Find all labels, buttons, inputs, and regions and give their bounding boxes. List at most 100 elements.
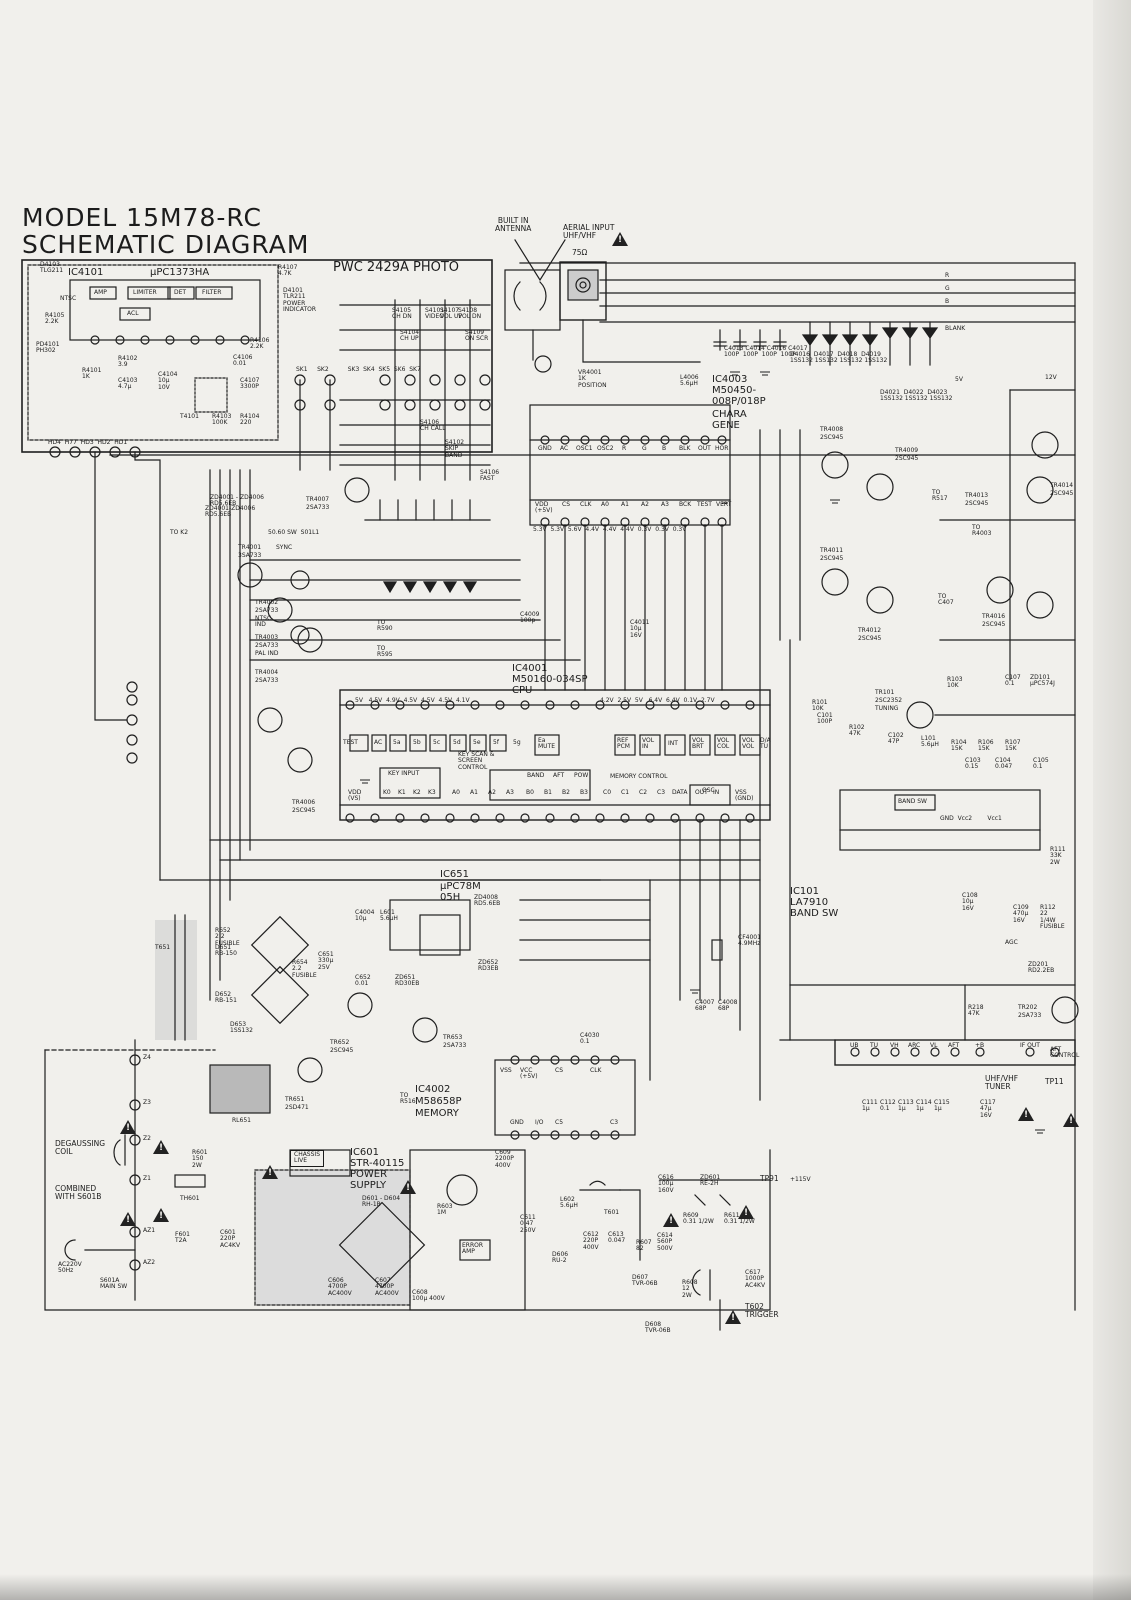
c4103-label: C4103 4.7μ: [118, 377, 138, 391]
ic4002-part: M58658P: [415, 1096, 462, 1107]
r611-label: R611 0.31 1/2W: [724, 1212, 755, 1226]
ic4002-pin-io: I/O: [535, 1119, 544, 1126]
c115-label: C115 1μ: [934, 1099, 950, 1113]
warning-icon: [738, 1205, 754, 1219]
c4106-label: C4106 0.01: [233, 354, 253, 368]
ic4001-pin-k3: K3: [428, 789, 436, 796]
ic4001-chip: [339, 689, 771, 823]
c117-label: C117 47μ 16V: [980, 1099, 996, 1119]
warning-icon: [612, 232, 628, 246]
d4009-row: [382, 581, 478, 594]
tr4006-label: TR4006: [292, 799, 316, 806]
tr4016-part: 2SC945: [982, 621, 1006, 628]
r603-label: R603 1M: [437, 1203, 453, 1217]
r608-label: R608 12 2W: [682, 1279, 698, 1299]
chassis-live-badge: CHASSIS LIVE: [290, 1150, 325, 1167]
tr4002-label: TR4002: [255, 599, 279, 606]
ic4001-pin-c1: C1: [621, 789, 630, 796]
diode-bank2-label: D4021 D4022 D4023 1SS132 1SS132 1SS132: [880, 389, 953, 403]
to-r516-label: TO R516: [400, 1092, 416, 1106]
r4107-label: R4107 4.7K: [278, 264, 298, 278]
zd601-label: ZD601 RE-2H: [700, 1174, 721, 1188]
ic4001-group-vdd: VDD (VS): [348, 789, 362, 803]
r601-label: R601 150 2W: [192, 1149, 208, 1169]
tr101-symbol: [906, 701, 934, 729]
c607-label: C607 4700P AC400V: [375, 1277, 399, 1297]
tr4001-label: TR4001: [238, 544, 262, 551]
tr202-symbol: [1051, 996, 1079, 1024]
ic4001-pin-col: VOL COL: [717, 737, 730, 751]
ic4002-pin-clk: CLK: [590, 1067, 602, 1074]
ic4001-pin-a2: A2: [488, 789, 496, 796]
r4102-label: R4102 3.9: [118, 355, 138, 369]
r652-label: R652 2.2 FUSIBLE: [215, 927, 240, 947]
ic4001-group-memory: MEMORY CONTROL: [610, 773, 668, 780]
r4104-label: R4104 220: [240, 413, 260, 427]
r102-label: R102 47K: [849, 724, 865, 738]
tuner-pin-tu: TU: [870, 1042, 879, 1049]
az2-label: AZ2: [143, 1259, 156, 1266]
ic4002-pin-vcc: VCC (+5V): [520, 1067, 538, 1081]
ic4003-pin-test: TEST: [697, 501, 712, 508]
ic4003-pin-a1: A1: [621, 501, 629, 508]
d652-label: D652 RB-151: [215, 991, 237, 1005]
ic4003-pin-vdd: VDD (+5V): [535, 501, 553, 515]
ic4003-pin-r: R: [622, 445, 627, 452]
z2-label: Z2: [143, 1135, 151, 1142]
tuner-pin-if-out: IF OUT: [1020, 1042, 1040, 1049]
ic4001-pin-a0: A0: [452, 789, 460, 796]
c4008-label: C4008 68P: [718, 999, 738, 1013]
tr202-label: TR202: [1018, 1004, 1038, 1011]
l601-label: L601 5.6μH: [380, 909, 398, 923]
c113-label: C113 1μ: [898, 1099, 914, 1113]
warning-icon: [400, 1180, 416, 1194]
c608-label: C608 100μ 400V: [412, 1289, 445, 1303]
c4011-label: C4011 10μ 16V: [630, 619, 650, 639]
warning-icon: [1018, 1107, 1034, 1121]
ic4101-filter: FILTER: [202, 289, 222, 296]
switch-s4102: S4102 SKIP BAND: [445, 439, 465, 459]
zd101-label: ZD101 μPC574J: [1030, 674, 1055, 688]
tr4001-note: SYNC: [276, 544, 293, 551]
d4103-label: D4103 TLG211: [40, 261, 64, 275]
ic4003-pin-gnd: GND: [538, 445, 552, 452]
r609-label: R609 0.31 1/2W: [683, 1212, 714, 1226]
ic4003-pin-osc2: OSC2: [597, 445, 614, 452]
tr4006-part: 2SC945: [292, 807, 316, 814]
ic4001-pin-data: DATA: [672, 789, 688, 796]
c109-label: C109 470μ 16V: [1013, 904, 1029, 924]
tr4011-label: TR4011: [820, 547, 844, 554]
to-r595-label: TO R595: [377, 645, 393, 659]
c107-label: C107 0.1: [1005, 674, 1021, 688]
ic651-ref: IC651: [440, 869, 470, 880]
tr651-label: TR651: [285, 1096, 305, 1103]
band-sw-box-label: BAND SW: [898, 798, 927, 805]
ic4001-pin-5c: 5c: [433, 739, 441, 746]
ic4003-voltages: 5.3V 5.3V 5.6V 4.4V 4.4V 4.4V 0.3V 0.3V …: [533, 526, 687, 533]
ic4001-pin-c3: C3: [657, 789, 666, 796]
r101-label: R101 10K: [812, 699, 828, 713]
ic4001-pin-vol-in: VOL IN: [642, 737, 655, 751]
d651-label: D651 RB-150: [215, 944, 237, 958]
warning-icon: [120, 1212, 136, 1226]
ic4002-ref: IC4002: [415, 1084, 451, 1095]
five-v-label: 5V: [955, 376, 963, 383]
c4009-label: C4009 100p: [520, 611, 540, 625]
tr4004-label: TR4004: [255, 669, 279, 676]
ic4001-pin-ref: REF PCM: [617, 737, 630, 751]
tr4002-part: 2SA733: [255, 607, 279, 614]
ac220v-label: AC220V 50Hz: [58, 1261, 82, 1275]
r111-label: R111 33K 2W: [1050, 846, 1066, 866]
s601a-label: S601A MAIN SW: [100, 1277, 128, 1291]
t4101-label: T4101: [180, 413, 199, 420]
ic4001-voltage-rail-2: 4.2V 2.5V 5V 6.4V 6.4V 0.1V 2.7V: [600, 697, 715, 704]
cf4001-label: CF4001 4.9MHz: [738, 934, 761, 948]
tr4009-label: TR4009: [895, 447, 919, 454]
ic4101-part: μPC1373HA: [150, 267, 210, 278]
tr4007-part: 2SA733: [306, 504, 330, 511]
warning-icon: [120, 1120, 136, 1134]
switch-s4106-fast: S4106 FAST: [480, 469, 500, 483]
tuner-pin-vl: VL: [930, 1042, 938, 1049]
ic4001-part: M50160-034SP: [512, 674, 588, 685]
c101-label: C101 100P: [817, 712, 833, 726]
